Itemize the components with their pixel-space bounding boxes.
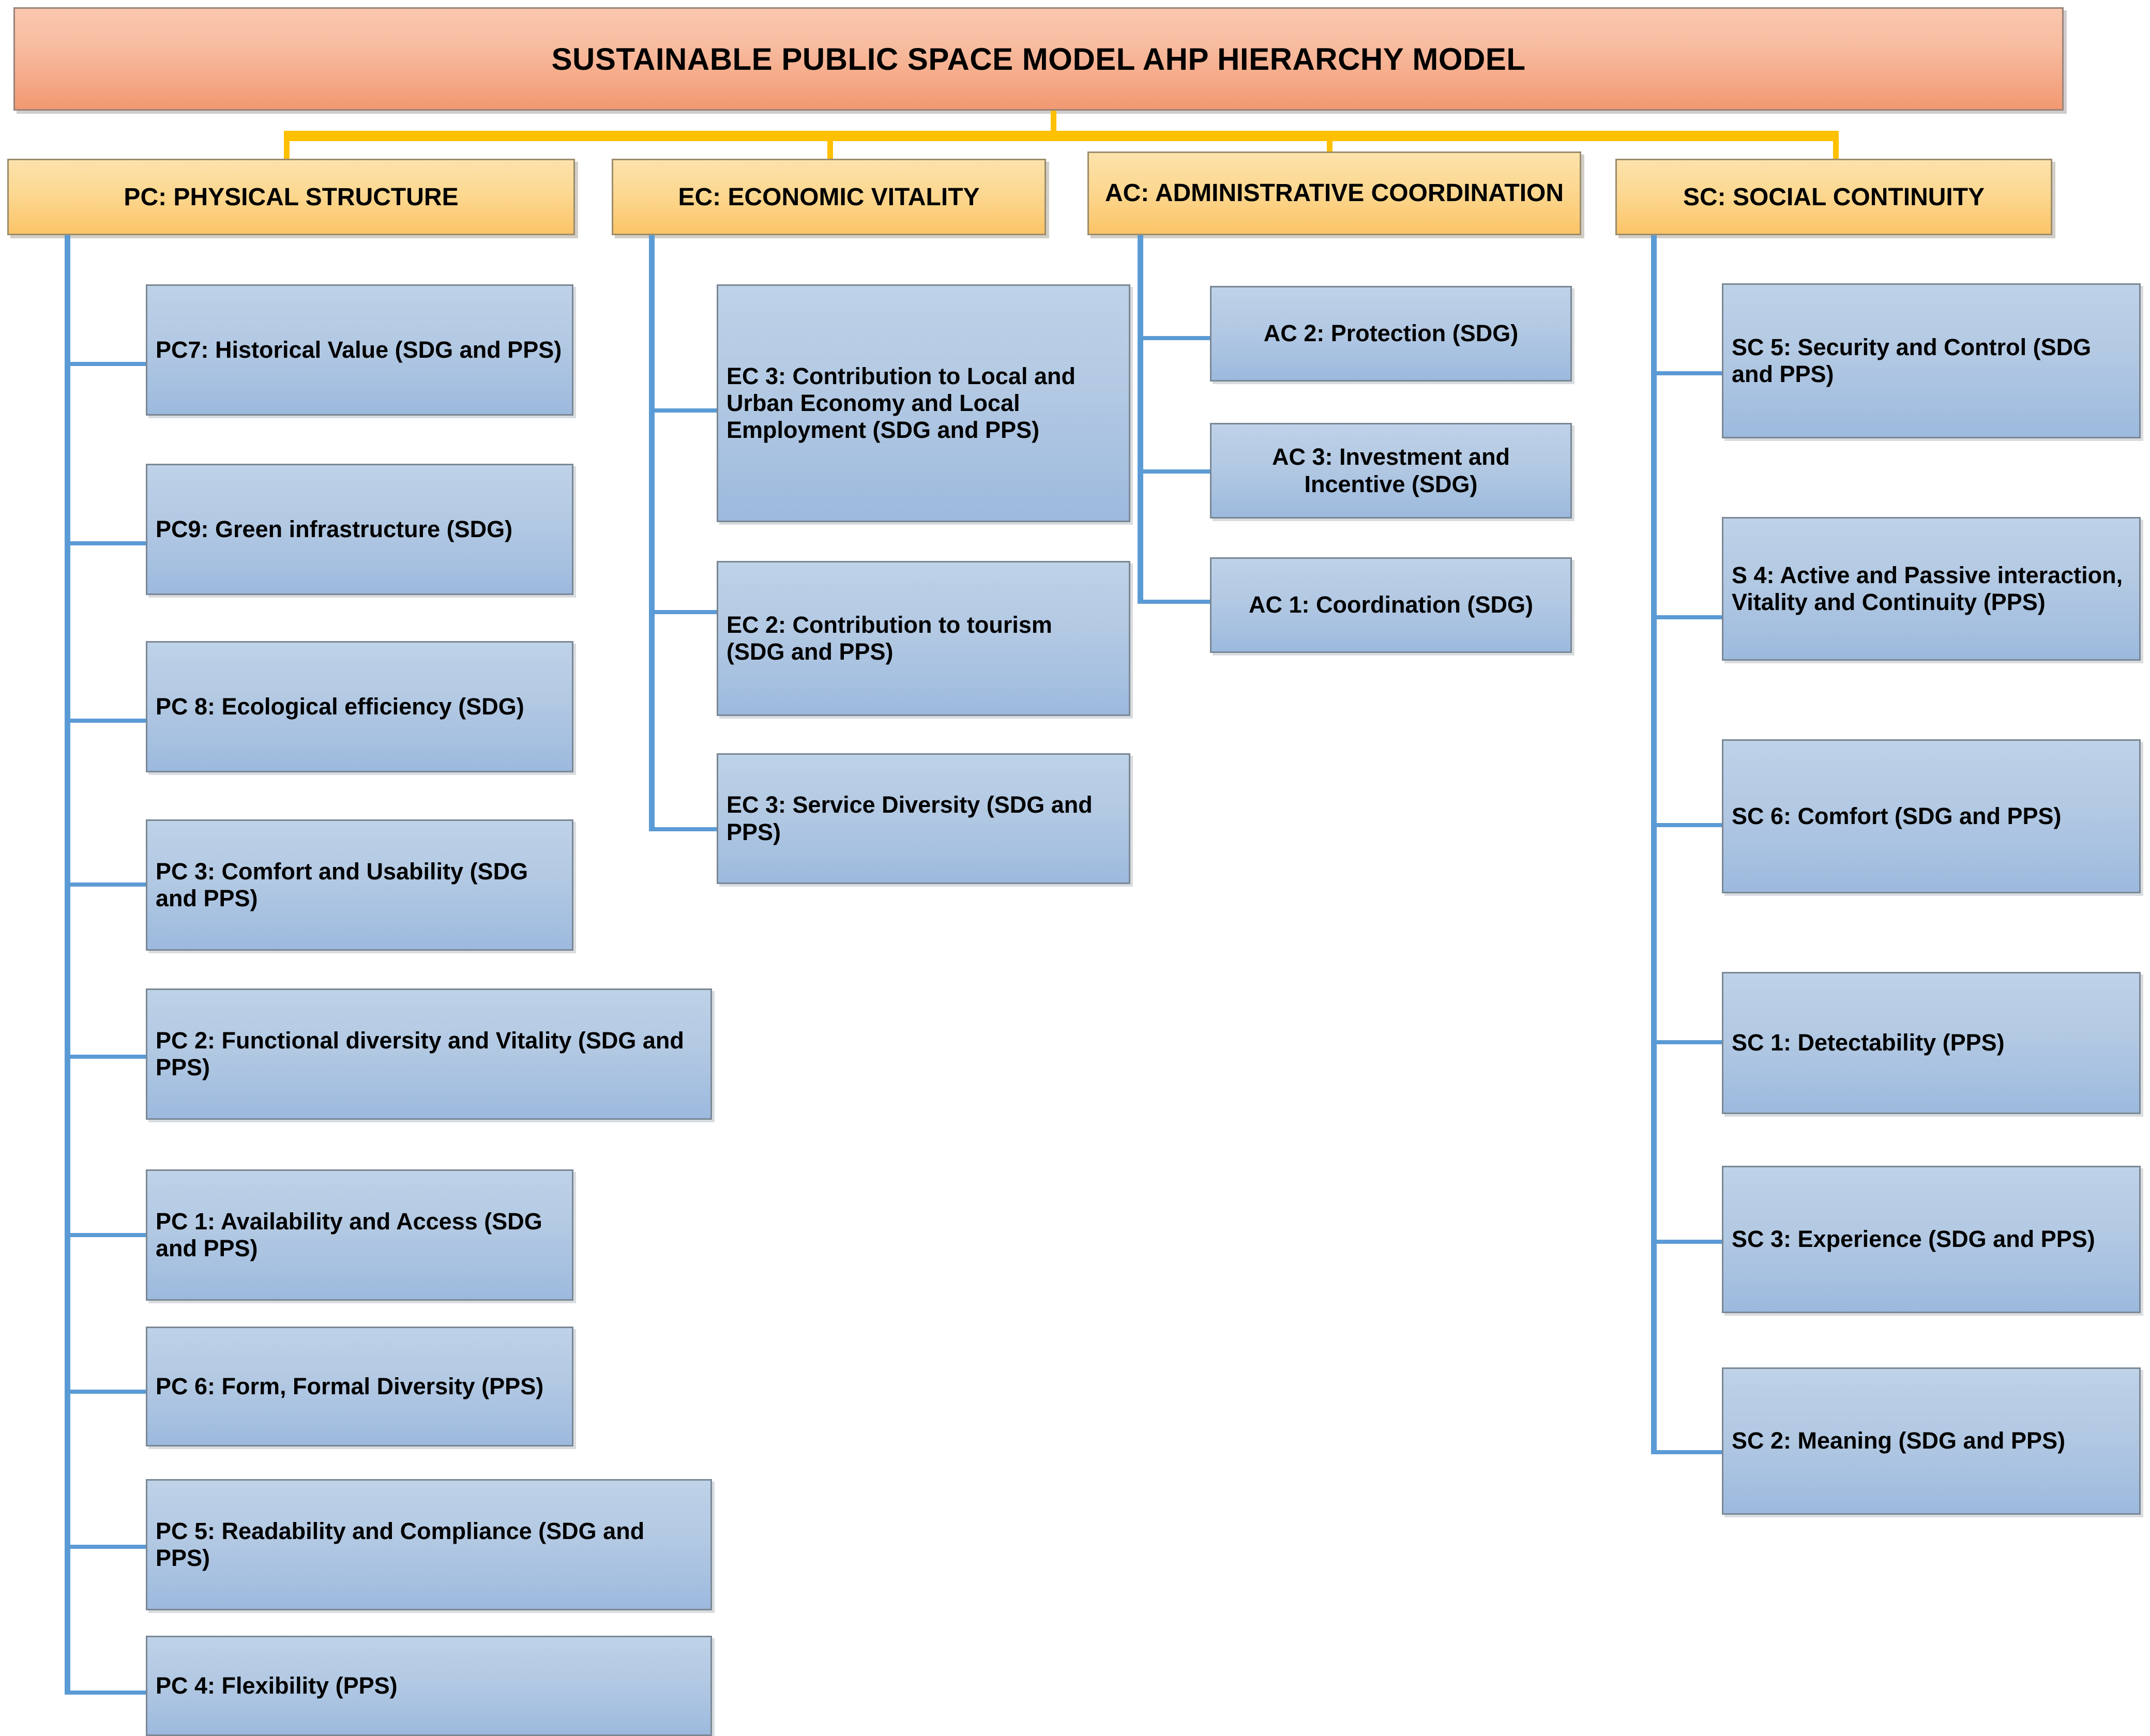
pc-elbow-2 bbox=[65, 541, 147, 545]
criterion-label: PC 1: Availability and Access (SDG and P… bbox=[156, 1208, 542, 1261]
criterion-label: PC 5: Readability and Compliance (SDG an… bbox=[156, 1517, 645, 1571]
sc-elbow-6 bbox=[1651, 1450, 1724, 1454]
ac-spine bbox=[1138, 235, 1143, 604]
pc-elbow-5 bbox=[65, 1055, 147, 1059]
criterion-box-ec3-service[interactable]: EC 3: Service Diversity (SDG and PPS) bbox=[717, 753, 1130, 884]
criterion-box-sc6[interactable]: SC 6: Comfort (SDG and PPS) bbox=[1722, 739, 2141, 893]
pc-elbow-1 bbox=[65, 362, 147, 366]
pc-elbow-7 bbox=[65, 1390, 147, 1394]
criterion-label: PC7: Historical Value (SDG and PPS) bbox=[156, 336, 562, 363]
criterion-box-ac3[interactable]: AC 3: Investment and Incentive (SDG) bbox=[1210, 423, 1572, 519]
criterion-label: EC 2: Contribution to tourism (SDG and P… bbox=[726, 611, 1052, 665]
criterion-box-pc2[interactable]: PC 2: Functional diversity and Vitality … bbox=[146, 988, 712, 1120]
criterion-label: SC 6: Comfort (SDG and PPS) bbox=[1732, 802, 2062, 829]
criterion-box-sc2[interactable]: SC 2: Meaning (SDG and PPS) bbox=[1722, 1367, 2141, 1515]
criterion-box-pc6[interactable]: PC 6: Form, Formal Diversity (PPS) bbox=[146, 1327, 573, 1446]
page-title: SUSTAINABLE PUBLIC SPACE MODEL AHP HIERA… bbox=[551, 41, 1526, 77]
root-title-box: SUSTAINABLE PUBLIC SPACE MODEL AHP HIERA… bbox=[13, 7, 2064, 111]
pc-elbow-8 bbox=[65, 1545, 147, 1549]
criterion-label: EC 3: Contribution to Local and Urban Ec… bbox=[726, 362, 1076, 444]
criterion-label: AC 3: Investment and Incentive (SDG) bbox=[1271, 444, 1510, 497]
bus-drop-pc bbox=[284, 135, 290, 165]
criterion-label: EC 3: Service Diversity (SDG and PPS) bbox=[726, 791, 1093, 845]
criterion-label: PC 2: Functional diversity and Vitality … bbox=[156, 1027, 684, 1080]
criterion-box-pc9[interactable]: PC9: Green infrastructure (SDG) bbox=[146, 464, 573, 595]
category-label-ac: AC: ADMINISTRATIVE COORDINATION bbox=[1104, 179, 1564, 207]
ac-elbow-2 bbox=[1138, 469, 1215, 474]
sc-elbow-1 bbox=[1651, 371, 1724, 375]
criterion-box-s4[interactable]: S 4: Active and Passive interaction, Vit… bbox=[1722, 517, 2141, 661]
ec-spine bbox=[649, 235, 655, 831]
pc-elbow-4 bbox=[65, 882, 147, 887]
criterion-box-pc8[interactable]: PC 8: Ecological efficiency (SDG) bbox=[146, 641, 573, 772]
criterion-box-ac2[interactable]: AC 2: Protection (SDG) bbox=[1210, 286, 1572, 382]
criterion-label: PC 6: Form, Formal Diversity (PPS) bbox=[156, 1373, 544, 1399]
root-stem-vertical bbox=[1051, 111, 1056, 135]
category-label-pc: PC: PHYSICAL STRUCTURE bbox=[124, 183, 459, 211]
category-label-ec: EC: ECONOMIC VITALITY bbox=[678, 183, 980, 211]
bus-drop-sc bbox=[1833, 135, 1839, 165]
category-label-sc: SC: SOCIAL CONTINUITY bbox=[1683, 183, 1985, 211]
criterion-label: PC9: Green infrastructure (SDG) bbox=[156, 515, 513, 542]
criterion-label: S 4: Active and Passive interaction, Vit… bbox=[1732, 561, 2123, 615]
criterion-box-ec2-tourism[interactable]: EC 2: Contribution to tourism (SDG and P… bbox=[717, 561, 1130, 716]
criterion-label: SC 3: Experience (SDG and PPS) bbox=[1732, 1226, 2095, 1253]
criterion-box-sc1[interactable]: SC 1: Detectability (PPS) bbox=[1722, 972, 2141, 1114]
criterion-label: AC 2: Protection (SDG) bbox=[1263, 320, 1519, 347]
criterion-label: SC 1: Detectability (PPS) bbox=[1732, 1029, 2005, 1056]
sc-elbow-4 bbox=[1651, 1040, 1724, 1044]
criterion-label: AC 1: Coordination (SDG) bbox=[1249, 591, 1533, 618]
category-box-ec[interactable]: EC: ECONOMIC VITALITY bbox=[612, 159, 1046, 235]
sc-elbow-2 bbox=[1651, 615, 1724, 619]
criterion-box-pc7[interactable]: PC7: Historical Value (SDG and PPS) bbox=[146, 284, 573, 416]
criterion-box-ac1[interactable]: AC 1: Coordination (SDG) bbox=[1210, 557, 1572, 653]
criterion-box-ec3-economy[interactable]: EC 3: Contribution to Local and Urban Ec… bbox=[717, 284, 1130, 522]
criterion-label: PC 3: Comfort and Usability (SDG and PPS… bbox=[156, 858, 528, 911]
criterion-label: SC 2: Meaning (SDG and PPS) bbox=[1732, 1427, 2066, 1454]
ac-elbow-1 bbox=[1138, 336, 1215, 340]
category-box-sc[interactable]: SC: SOCIAL CONTINUITY bbox=[1615, 159, 2052, 235]
criterion-label: PC 4: Flexibility (PPS) bbox=[156, 1672, 398, 1699]
ec-elbow-3 bbox=[649, 827, 721, 831]
sc-elbow-3 bbox=[1651, 823, 1724, 827]
sc-spine bbox=[1651, 235, 1657, 1454]
pc-elbow-3 bbox=[65, 719, 147, 723]
pc-elbow-9 bbox=[65, 1691, 147, 1695]
criterion-label: PC 8: Ecological efficiency (SDG) bbox=[156, 693, 524, 720]
criterion-box-pc3[interactable]: PC 3: Comfort and Usability (SDG and PPS… bbox=[146, 819, 573, 951]
criterion-box-pc1[interactable]: PC 1: Availability and Access (SDG and P… bbox=[146, 1169, 573, 1301]
criterion-label: SC 5: Security and Control (SDG and PPS) bbox=[1732, 333, 2092, 387]
ec-elbow-2 bbox=[649, 610, 721, 614]
ac-elbow-3 bbox=[1138, 600, 1215, 604]
pc-elbow-6 bbox=[65, 1233, 147, 1237]
bus-drop-ec bbox=[827, 135, 833, 165]
bus-drop-ac bbox=[1327, 135, 1333, 165]
sc-elbow-5 bbox=[1651, 1240, 1724, 1244]
criterion-box-pc4[interactable]: PC 4: Flexibility (PPS) bbox=[146, 1636, 712, 1736]
category-bus-horizontal bbox=[284, 131, 1839, 141]
pc-spine bbox=[65, 235, 70, 1693]
ec-elbow-1 bbox=[649, 408, 721, 413]
category-box-ac[interactable]: AC: ADMINISTRATIVE COORDINATION bbox=[1087, 151, 1581, 235]
criterion-box-sc3[interactable]: SC 3: Experience (SDG and PPS) bbox=[1722, 1166, 2141, 1313]
criterion-box-pc5[interactable]: PC 5: Readability and Compliance (SDG an… bbox=[146, 1479, 712, 1610]
category-box-pc[interactable]: PC: PHYSICAL STRUCTURE bbox=[7, 159, 575, 235]
criterion-box-sc5[interactable]: SC 5: Security and Control (SDG and PPS) bbox=[1722, 283, 2141, 438]
